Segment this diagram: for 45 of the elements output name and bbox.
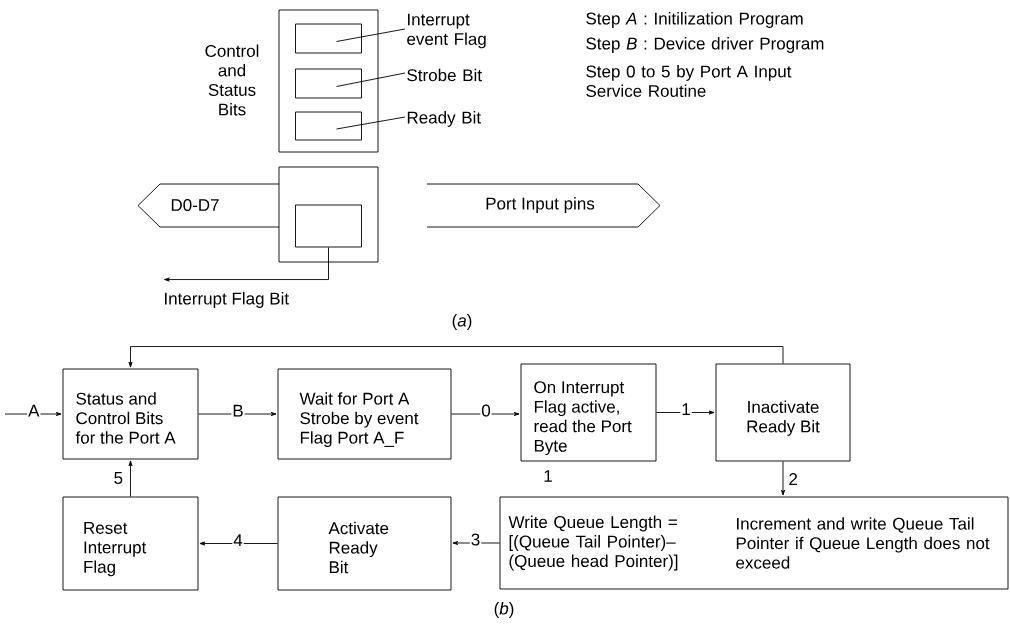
process-box: Activate Ready Bit [277, 496, 452, 591]
note-text: (a) [452, 314, 472, 330]
callout-text: Ready Bit [407, 111, 481, 127]
register-block [278, 166, 379, 263]
edge-label: 2 [787, 472, 799, 486]
side-label: 1 [544, 470, 552, 482]
process-box: Write Queue Length = [(Queue Tail Pointer)– (Queue head Pointer)] Increment and write Queue Tail Pointer if Queue Length does not exceed [499, 496, 1009, 590]
register-block [278, 9, 379, 153]
register-box [295, 23, 362, 54]
note-text: Step B : Device driver Program [586, 37, 824, 53]
edge-label: 4 [232, 533, 244, 548]
callout-text: Interrupt event Flag [407, 13, 486, 49]
register-box [295, 68, 362, 99]
edge-label: 5 [112, 471, 125, 485]
arrow [451, 412, 520, 416]
arrow [128, 460, 133, 497]
callout-text: Strobe Bit [407, 68, 482, 82]
note-text: (b) [494, 602, 514, 618]
arrow [656, 410, 715, 415]
process-box: Reset Interrupt Flag [62, 496, 199, 591]
edge-label: 1 [680, 402, 692, 417]
arrow [199, 541, 278, 546]
register-box [295, 204, 362, 248]
edge-label: B [231, 403, 245, 418]
note-text: Step 0 to 5 by Port A Input Service Routine [586, 65, 792, 97]
arrow [128, 346, 784, 368]
process-box: Wait for Port A Strobe by event Flag Port A_F [277, 368, 452, 460]
arrow [198, 412, 277, 416]
note-text: Step A : Initilization Program [586, 12, 803, 28]
leader-line [336, 116, 406, 130]
arrow [781, 461, 785, 496]
leader-line [336, 28, 406, 42]
edge-label: 3 [469, 532, 482, 547]
edge-label: 0 [480, 403, 492, 418]
callout-text: Interrupt Flag Bit [165, 292, 289, 308]
register-box [295, 111, 362, 141]
process-box: On Interrupt Flag active, read the Port Byte [520, 363, 657, 462]
arrow [4, 412, 62, 416]
leader-line [336, 72, 406, 87]
process-box: Status and Control Bits for the Port A [62, 368, 199, 460]
side-label: Control and Status Bits [205, 44, 259, 116]
edge-label: A [27, 403, 41, 418]
arrow [452, 541, 500, 545]
arrow [164, 247, 329, 282]
process-box: Inactivate Ready Bit [715, 363, 851, 462]
